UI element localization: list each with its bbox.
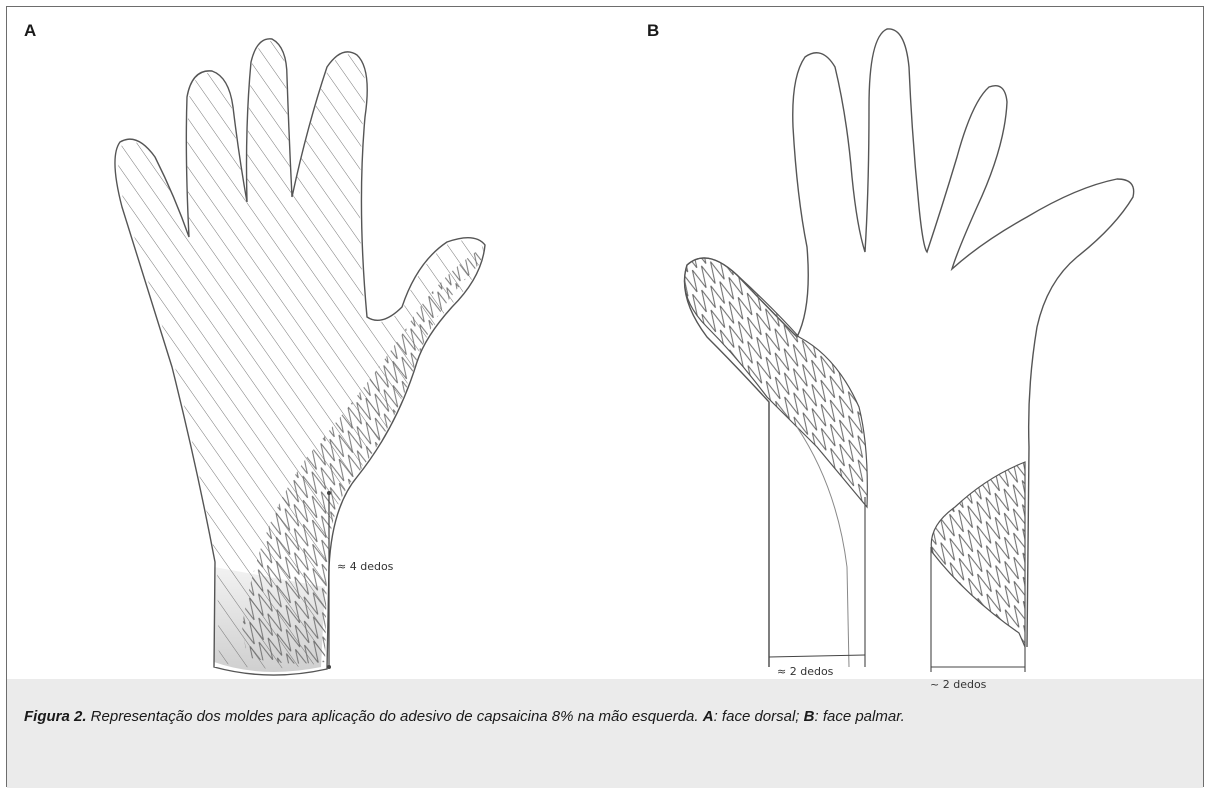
caption-b-text: : face palmar.	[814, 708, 904, 725]
figure-caption: Figura 2. Representação dos moldes para …	[24, 706, 1184, 727]
caption-a-key: A	[703, 708, 714, 725]
figure: A B	[6, 6, 1204, 787]
figure-caption-area: Figura 2. Representação dos moldes para …	[7, 679, 1203, 788]
caption-a-text: : face dorsal;	[714, 708, 804, 725]
caption-b-key: B	[804, 708, 815, 725]
measure-label-b-left: ≈ 2 dedos	[777, 665, 834, 678]
hand-dorsal-drawing: ≈ 4 dedos	[115, 39, 485, 675]
measure-label-a: ≈ 4 dedos	[337, 560, 394, 573]
hand-palmar-drawing: ≈ 2 dedos	[685, 29, 1134, 678]
hand-sketches: ≈ 4 dedos ≈ 2 dedos	[7, 7, 1205, 679]
figure-panels: A B	[7, 7, 1203, 680]
measure-label-b-right: ~ 2 dedos	[930, 678, 986, 691]
caption-figure-label: Figura 2.	[24, 708, 87, 725]
caption-text-main: Representação dos moldes para aplicação …	[87, 708, 703, 725]
